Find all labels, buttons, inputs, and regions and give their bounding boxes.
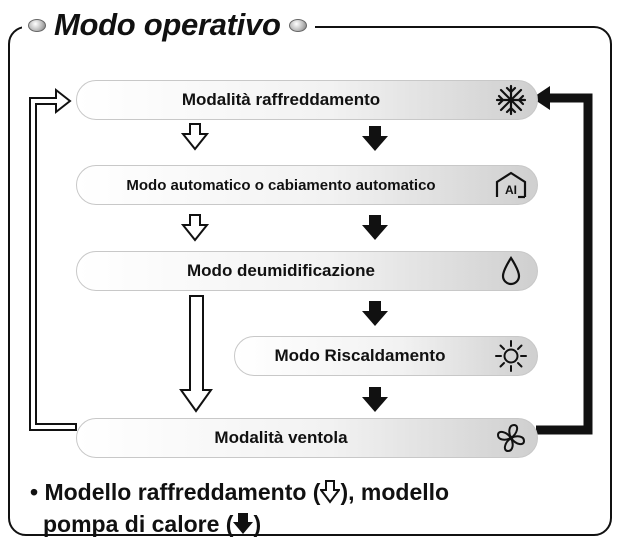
- solid-down-arrow-2: [362, 215, 388, 240]
- mode-label: Modo deumidificazione: [187, 261, 375, 280]
- mode-label: Modalità raffreddamento: [181, 90, 381, 109]
- legend-text: Modello raffreddamento (: [44, 479, 321, 505]
- mode-dehumidify: Modo deumidificazione: [76, 251, 538, 291]
- legend-text: ), modello: [340, 479, 450, 505]
- sun-icon: [485, 337, 537, 375]
- solid-down-arrow-icon: [233, 512, 254, 542]
- outline-down-arrow-1: [180, 123, 210, 151]
- solid-down-arrow-3: [362, 301, 388, 326]
- auto-ai-label: AI: [505, 183, 517, 197]
- return-loop-solid-arrow: [536, 93, 593, 435]
- mode-fan: Modalità ventola: [76, 418, 538, 458]
- auto-ai-icon: AI: [485, 166, 537, 204]
- mode-heating: Modo Riscaldamento: [234, 336, 538, 376]
- legend-bullet: •: [30, 479, 39, 505]
- outline-long-down-arrow: [179, 295, 213, 413]
- water-drop-icon: [485, 252, 537, 290]
- mode-cooling: Modalità raffreddamento: [76, 80, 538, 120]
- return-loop-outline-arrow: [29, 87, 77, 431]
- legend-line-1: • Modello raffreddamento ( ), modello: [30, 478, 449, 510]
- legend-text: pompa di calore (: [43, 511, 234, 537]
- title-bullet-icon: [288, 18, 307, 32]
- mode-label: Modo automatico o cabiamento automatico: [126, 176, 436, 194]
- mode-label: Modo Riscaldamento: [274, 346, 446, 365]
- solid-down-arrow-4: [362, 387, 388, 412]
- return-loop-solid-arrowhead: [532, 86, 550, 110]
- title-bullet-icon: [28, 18, 46, 32]
- page-title: Modo operativo: [54, 7, 281, 42]
- solid-down-arrow-1: [362, 126, 388, 151]
- snowflake-icon: [485, 81, 537, 119]
- mode-auto: Modo automatico o cabiamento automatico …: [76, 165, 538, 205]
- outline-down-arrow-icon: [319, 480, 342, 510]
- legend-line-2: pompa di calore (): [30, 510, 449, 542]
- mode-label: Modalità ventola: [214, 428, 348, 447]
- title-bar: Modo operativo: [22, 4, 315, 46]
- fan-icon: [485, 419, 537, 457]
- legend: • Modello raffreddamento ( ), modello pom…: [30, 478, 449, 542]
- legend-text: ): [253, 511, 262, 537]
- outline-down-arrow-2: [180, 214, 210, 242]
